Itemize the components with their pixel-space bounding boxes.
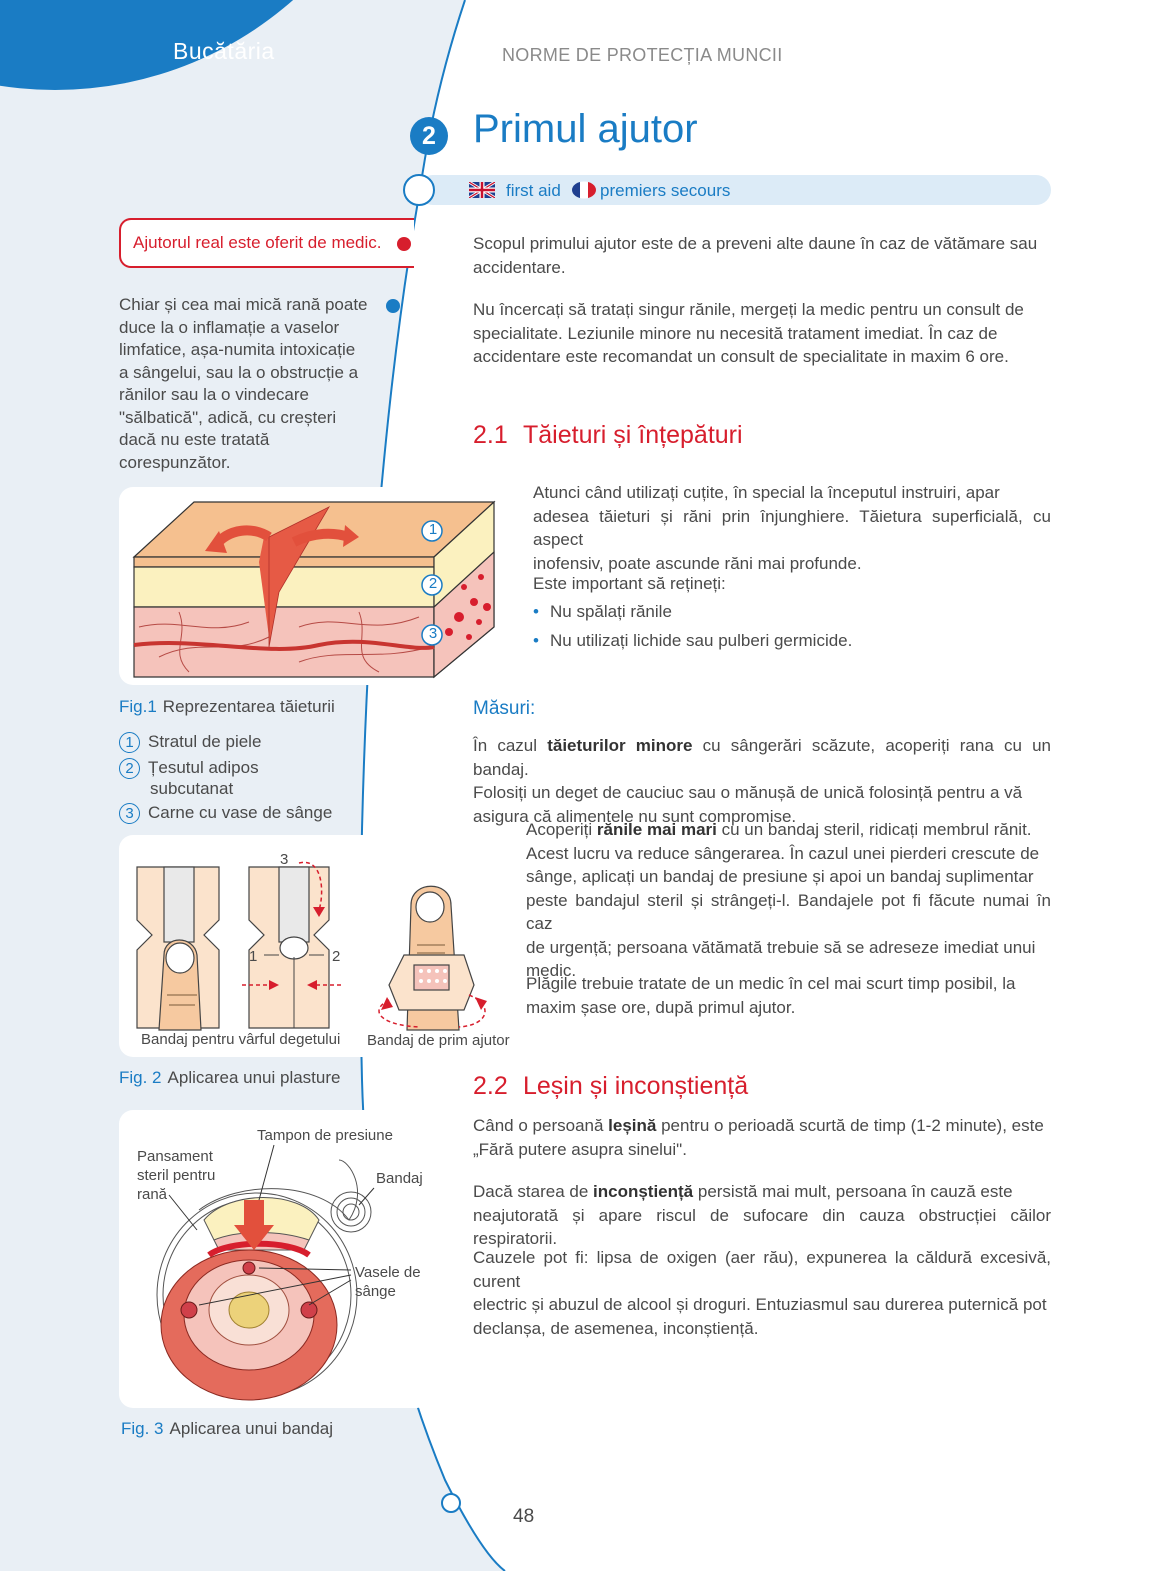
fig2-step-3: 3: [280, 851, 289, 868]
intro-paragraph-2: Nu încercați să tratați singur rănile, m…: [473, 300, 1024, 366]
fig3-label-vessels: Vasele de sânge: [355, 1264, 421, 1300]
s21-important: Este important să rețineți:: [533, 574, 726, 593]
s21-measure-3: Plăgile trebuie tratate de un medic în c…: [526, 974, 1016, 1017]
callout-dot: [397, 237, 411, 251]
fig3-label-bandage: Bandaj: [376, 1170, 423, 1187]
page-number: 48: [513, 1506, 535, 1527]
s21-measure-2: Acoperiți rănile mai mari cu un bandaj s…: [526, 820, 1051, 980]
skin-cut-illustration: [132, 500, 496, 679]
fig2-right-label: Bandaj de prim ajutor: [367, 1032, 510, 1049]
s22-paragraph-2: Dacă starea de inconștiență persistă mai…: [473, 1182, 1051, 1248]
note-dot: [386, 299, 400, 313]
header-title: NORME DE PROTECȚIA MUNCII: [502, 45, 783, 65]
plaster-illustration: [136, 861, 487, 1031]
sidebar-note: Chiar și cea mai mică rană poate duce la…: [119, 295, 368, 472]
fr-flag-icon: [572, 181, 596, 199]
callout-text: Ajutorul real este oferit de medic.: [133, 233, 382, 252]
fig1-marker-3: 3: [428, 625, 438, 642]
s21-measure-1: În cazul tăieturilor minore cu sângerări…: [473, 736, 1051, 826]
s21-bullet-1: •Nu spălați rănile: [533, 602, 672, 621]
fig1-marker-2: 2: [428, 575, 438, 592]
bandage-illustration: [156, 1144, 375, 1401]
translation-fr: premiers secours: [600, 181, 731, 200]
callout-box: [119, 218, 414, 268]
s21-paragraph-1: Atunci când utilizați cuțite, în special…: [533, 483, 1051, 573]
translation-en: first aid: [506, 181, 561, 200]
uk-flag-icon: [469, 182, 495, 198]
fig2-left-label: Bandaj pentru vârful degetului: [141, 1031, 341, 1048]
fig2-step-1: 1: [249, 948, 258, 965]
section-label: Bucătăria: [173, 38, 275, 64]
fig3-label-dressing: Pansament steril pentru rană: [137, 1148, 216, 1203]
measures-heading: Măsuri:: [473, 698, 536, 719]
chapter-number: 2: [410, 117, 448, 155]
intro-paragraph-1: Scopul primului ajutor este de a preveni…: [473, 234, 1038, 277]
fig2-step-2: 2: [332, 948, 341, 965]
fig3-label-pad: Tampon de presiune: [257, 1127, 393, 1144]
s22-paragraph-1: Când o persoană leșină pentru o perioadă…: [473, 1116, 1044, 1159]
translation-bar: [418, 175, 1051, 205]
translation-marker: [403, 174, 435, 206]
s21-bullet-2: •Nu utilizați lichide sau pulberi germic…: [533, 631, 853, 650]
chapter-title: Primul ajutor: [473, 107, 698, 151]
s22-paragraph-3: Cauzele pot fi: lipsa de oxigen (aer rău…: [473, 1248, 1051, 1338]
fig1-marker-1: 1: [428, 521, 438, 538]
